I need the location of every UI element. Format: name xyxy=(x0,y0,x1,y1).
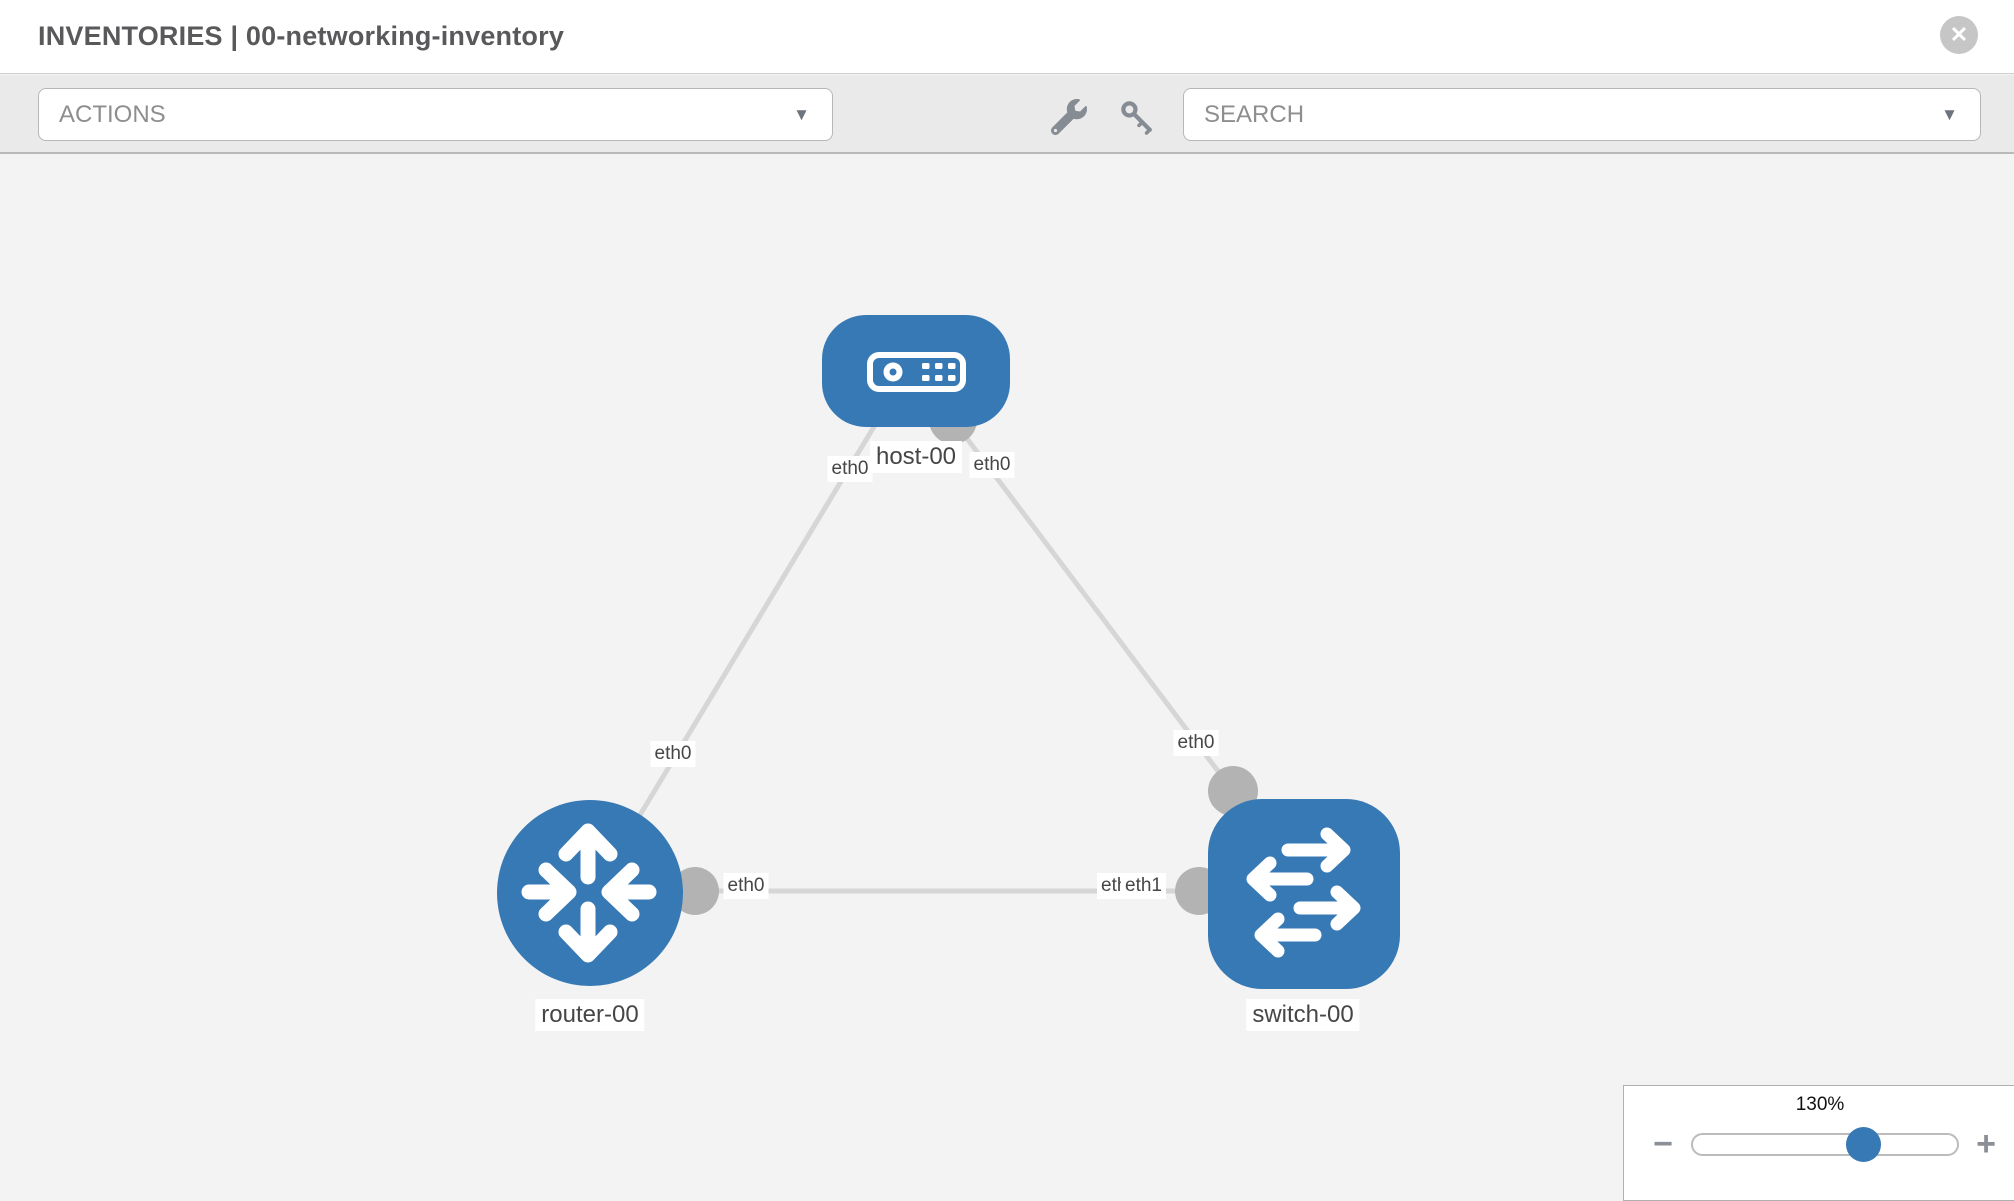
interface-label: eth0 xyxy=(1173,730,1219,756)
key-icon xyxy=(1121,101,1152,135)
connector-router-eth0 xyxy=(671,867,719,915)
interface-label: eth0 xyxy=(650,741,696,767)
actions-dropdown-label: ACTIONS xyxy=(59,101,166,128)
window-header: INVENTORIES | 00-networking-inventory ✕ xyxy=(0,0,2014,74)
node-label-router: router-00 xyxy=(535,999,645,1031)
topology-graph xyxy=(497,315,1400,989)
link-lines xyxy=(637,418,1235,894)
actions-dropdown[interactable]: ACTIONS ▼ xyxy=(38,88,833,141)
zoom-slider-handle[interactable] xyxy=(1846,1127,1881,1162)
switch-icon xyxy=(1246,827,1361,958)
chevron-down-icon: ▼ xyxy=(793,105,810,124)
zoom-slider-track[interactable] xyxy=(1691,1133,1959,1156)
close-icon: ✕ xyxy=(1949,22,1969,47)
link-host-switch xyxy=(951,418,1235,793)
node-switch-00[interactable] xyxy=(1208,799,1400,989)
zoom-control-panel: 130% − + xyxy=(1623,1085,2014,1201)
interface-label: eth0 xyxy=(969,452,1015,478)
toolbar: ACTIONS ▼ SEARCH ▼ xyxy=(0,75,2014,154)
interface-label: eth0 xyxy=(827,456,873,482)
interface-label: eth0 xyxy=(723,873,769,899)
zoom-out-button[interactable]: − xyxy=(1641,1122,1685,1166)
zoom-in-button[interactable]: + xyxy=(1964,1122,2008,1166)
node-label-switch: switch-00 xyxy=(1246,999,1360,1031)
wrench-icon-button[interactable] xyxy=(1050,99,1088,137)
chevron-down-icon: ▼ xyxy=(1941,105,1958,124)
zoom-level-value: 130% xyxy=(1795,1094,1845,1115)
interface-label: eth1 xyxy=(1121,873,1166,899)
key-icon-button[interactable] xyxy=(1118,99,1156,137)
plus-icon: + xyxy=(1976,1125,1996,1163)
topology-canvas[interactable]: eth0 eth0 eth0 eth0 eth0 eth0 eth1 host-… xyxy=(0,156,2014,1201)
page-title: INVENTORIES | 00-networking-inventory xyxy=(38,21,565,51)
node-label-host: host-00 xyxy=(869,441,963,473)
close-button[interactable]: ✕ xyxy=(1940,16,1978,54)
node-host-00[interactable] xyxy=(822,315,1010,427)
search-dropdown[interactable]: SEARCH ▼ xyxy=(1183,88,1981,141)
link-connectors xyxy=(671,396,1258,915)
minus-icon: − xyxy=(1653,1125,1673,1163)
host-icon xyxy=(867,352,966,392)
node-router-00[interactable] xyxy=(497,800,683,986)
search-dropdown-label: SEARCH xyxy=(1204,101,1305,128)
router-icon xyxy=(521,823,657,963)
wrench-icon xyxy=(1050,99,1087,136)
